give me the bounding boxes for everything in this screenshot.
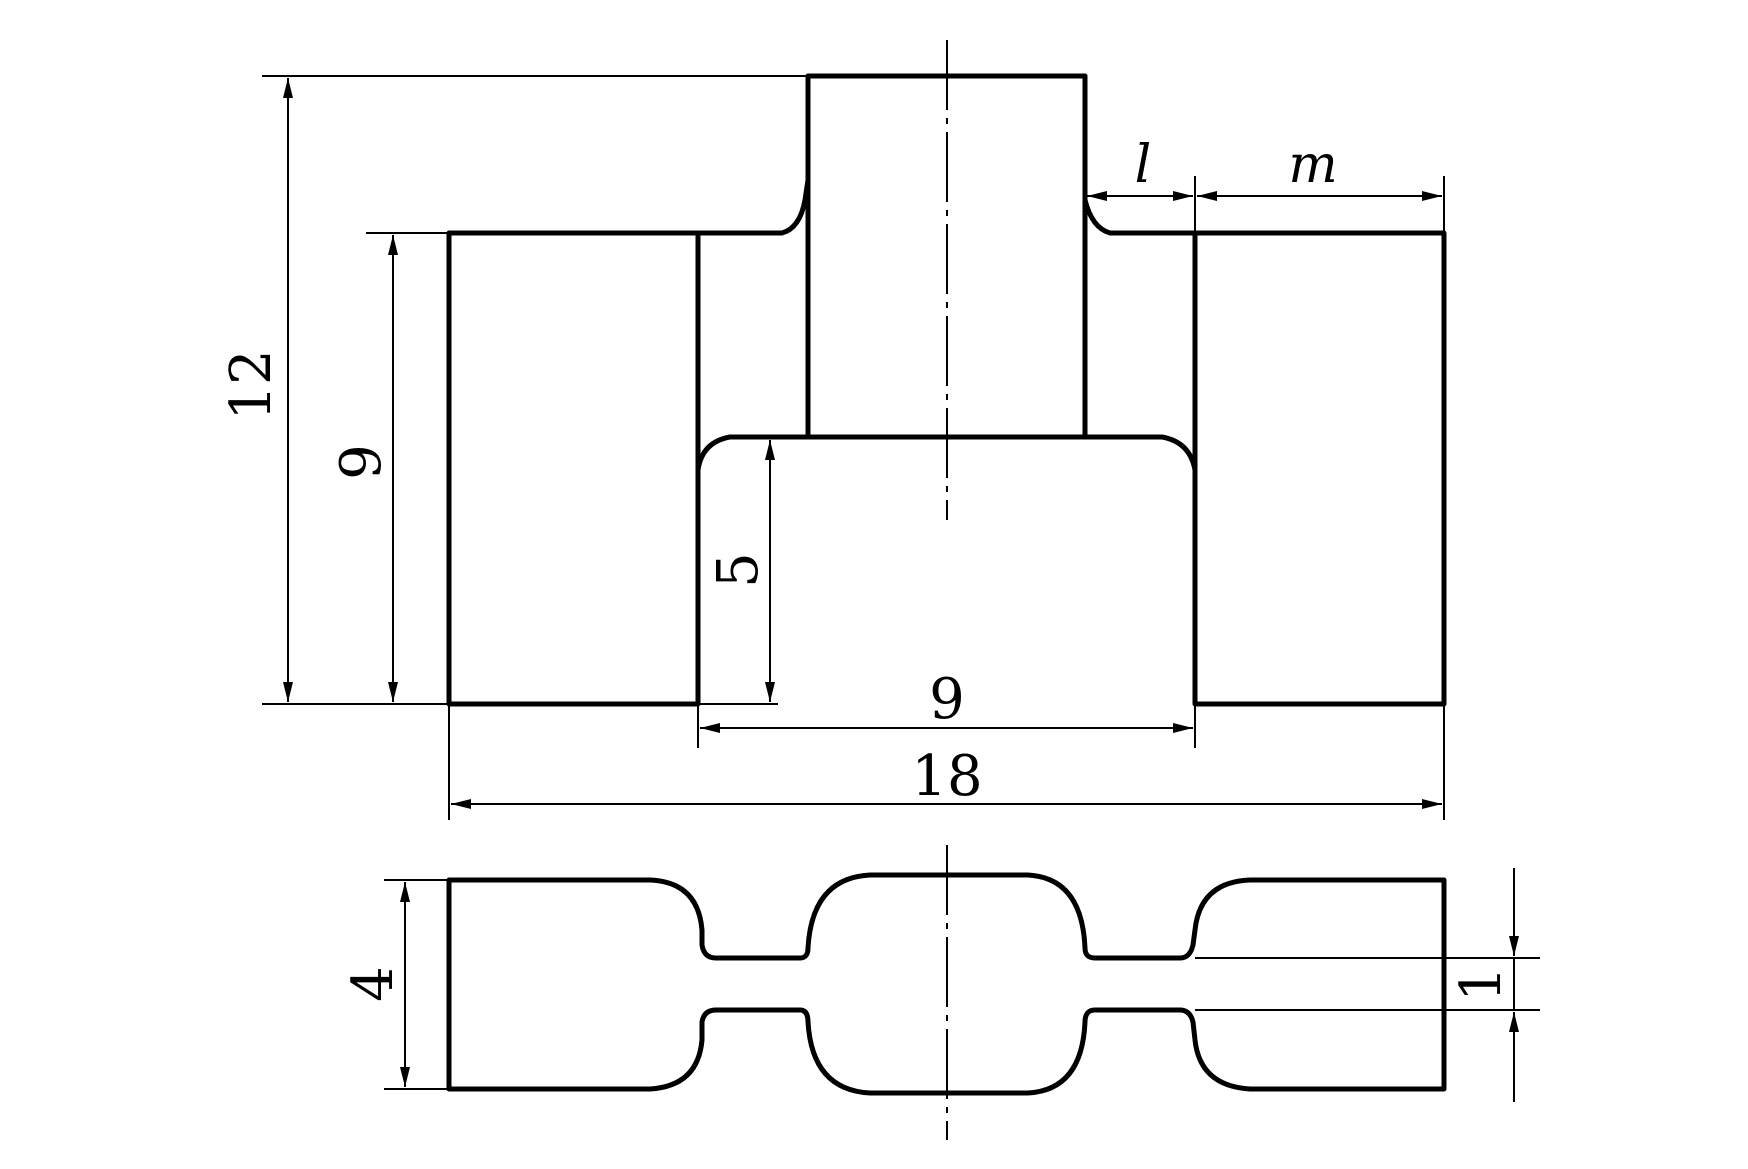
left-block xyxy=(446,230,701,707)
top-block xyxy=(805,73,1088,440)
dim-label-1: 1 xyxy=(1449,966,1514,1002)
section-outline xyxy=(446,872,1447,1096)
dim-label-l: l xyxy=(1135,135,1152,195)
dim-label-9-vertical: 9 xyxy=(329,444,394,480)
dim-label-5: 5 xyxy=(706,552,771,588)
dim-label-18: 18 xyxy=(911,744,982,809)
left-web xyxy=(698,179,811,236)
section-view: 4 1 xyxy=(341,845,1540,1140)
right-web-bottom xyxy=(1085,434,1198,471)
right-block xyxy=(1192,230,1447,707)
right-web xyxy=(1082,199,1195,236)
dim-label-4: 4 xyxy=(341,966,406,1002)
front-view: 12 9 5 9 18 l m xyxy=(219,40,1447,820)
dim-label-12: 12 xyxy=(219,349,284,420)
dim-label-m: m xyxy=(1288,135,1337,195)
left-web-bottom xyxy=(695,434,808,471)
dim-label-9-horizontal: 9 xyxy=(929,667,965,732)
